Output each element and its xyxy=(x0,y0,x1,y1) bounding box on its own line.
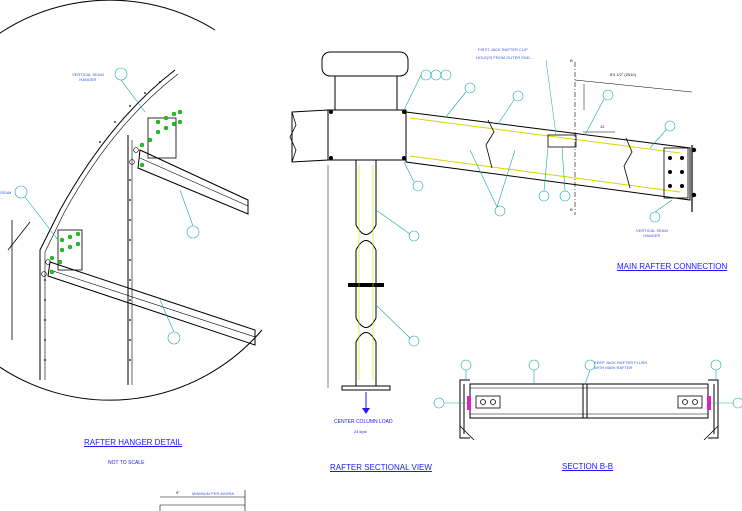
left-rafter-stub xyxy=(291,109,329,163)
dim-top-label: 8'3 1/2" (2510) xyxy=(610,72,636,77)
upper-rafter xyxy=(137,149,249,215)
hanger-bolts-dark xyxy=(41,147,139,277)
first-jack-clip-note: FIRST JACK RAFTER CLIP xyxy=(478,47,528,52)
section-b-b-view xyxy=(433,359,742,441)
section-left-highlight xyxy=(467,396,471,410)
section-b-callouts xyxy=(433,359,742,409)
lower-rafter xyxy=(47,261,256,346)
section-callouts xyxy=(375,69,676,347)
keep-jack-flush-note: KEEP JACK RAFTER FLUSH WITH MAIN RAFTER xyxy=(594,360,648,370)
section-right-channel xyxy=(708,379,719,439)
main-rafter xyxy=(405,111,691,201)
column-hub xyxy=(327,109,407,161)
load-arrow-head xyxy=(362,408,370,414)
rafter-break-2 xyxy=(623,137,633,189)
hub-bolts xyxy=(329,110,406,160)
main-rafter-connection-title: MAIN RAFTER CONNECTION xyxy=(617,262,728,271)
hanger-plate-upper xyxy=(147,117,177,159)
lower-rafter-web xyxy=(49,269,256,338)
upper-rafter-web xyxy=(139,157,249,207)
center-column-load-label: CENTER COLUMN LOAD xyxy=(334,419,393,425)
table-dim-header: 9" xyxy=(176,490,180,495)
section-beam xyxy=(469,383,709,419)
main-rafter-weld-top xyxy=(409,117,681,154)
section-right-highlight xyxy=(707,396,711,410)
section-mark-top: B xyxy=(570,58,573,63)
section-mark-bottom: B xyxy=(570,207,573,212)
hanger-bolts xyxy=(49,109,183,275)
column-cap xyxy=(321,51,409,77)
end-hanger-plate xyxy=(663,147,689,199)
seam-note-left: SEAM ... xyxy=(0,190,12,200)
column-cap-neck xyxy=(334,75,398,111)
vertical-seam-note-left: VERTICAL SEAM HANGER xyxy=(72,72,104,82)
end-bolts xyxy=(668,147,697,198)
seam-stitches xyxy=(44,81,161,361)
rafter-sectional-view-title: RAFTER SECTIONAL VIEW xyxy=(330,463,432,472)
main-rafter-weld-bottom xyxy=(409,155,681,193)
jack-clip-leader xyxy=(545,59,557,136)
section-right-clip xyxy=(703,425,719,441)
section-b-b-title: SECTION B-B xyxy=(562,462,614,471)
section-left-clip xyxy=(459,425,475,441)
detail-boundary-arc xyxy=(0,0,263,401)
vertical-seam-note-right: VERTICAL SEAM HANGER xyxy=(636,228,668,238)
column-splice-plate xyxy=(348,283,384,287)
section-right-bolt-plate xyxy=(677,395,703,409)
center-column-load-value: 24 kips xyxy=(354,429,367,434)
left-break-line xyxy=(289,111,297,163)
hanger-plate-lower xyxy=(57,229,83,271)
shell-seam-upper-inner xyxy=(44,73,179,380)
rafter-hanger-detail-view xyxy=(0,0,263,401)
table-label-header: MINIMUM PER ASHRA xyxy=(192,491,235,496)
rafter-hanger-detail-subtitle: NOT TO SCALE xyxy=(108,460,145,466)
rafter-sectional-view xyxy=(289,51,697,414)
rafter-break-1 xyxy=(485,119,495,169)
dim-small-label: 12 xyxy=(600,124,605,129)
dim-top-line xyxy=(574,79,693,93)
column-base-plate xyxy=(341,385,391,391)
rafter-hanger-detail-title: RAFTER HANGER DETAIL xyxy=(84,438,183,447)
shell-seam-left xyxy=(7,221,31,251)
hanger-callouts xyxy=(14,67,200,345)
section-left-channel xyxy=(459,379,470,439)
section-left-bolt-plate xyxy=(475,395,501,409)
shell-seam-upper xyxy=(39,69,176,380)
bottom-table xyxy=(159,490,246,511)
holes-note: HOLE(S) FROM OUTER END... xyxy=(476,55,534,60)
